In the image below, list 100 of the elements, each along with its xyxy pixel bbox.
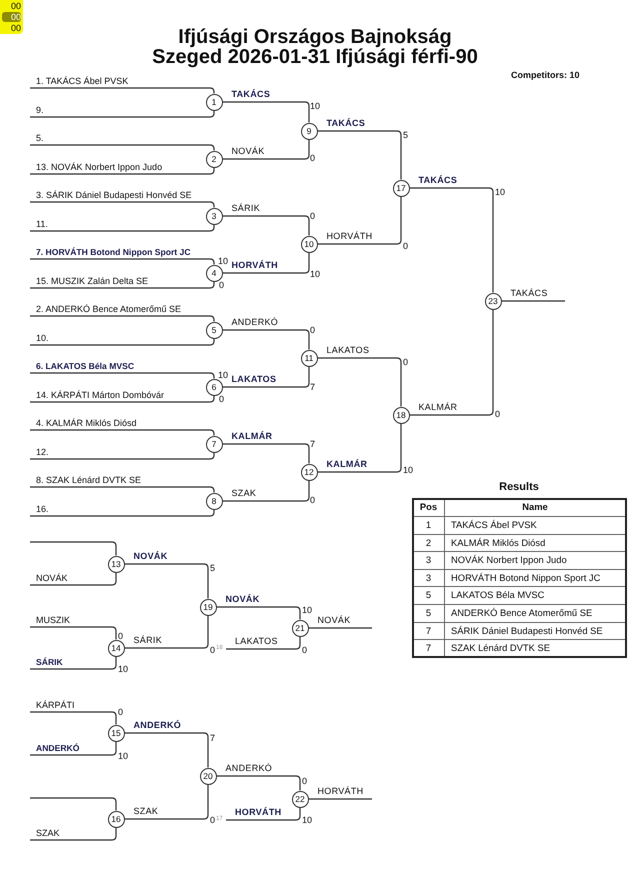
bracket-line — [222, 215, 310, 236]
score: 10 — [218, 370, 228, 380]
competitor-name: SZAK — [30, 827, 110, 840]
winner-name: KALMÁR — [326, 459, 368, 470]
bracket-line — [410, 310, 494, 416]
bracket-line — [30, 541, 117, 556]
score: 10 — [302, 815, 312, 825]
bracket-line — [30, 742, 117, 756]
bracket-line — [30, 486, 215, 492]
score: 10 — [118, 751, 128, 761]
bracket-line — [30, 315, 215, 322]
bracket-line — [318, 424, 402, 473]
score: 10 — [118, 664, 128, 674]
winner-name: TAKÁCS — [326, 118, 366, 129]
score: 0 — [310, 211, 316, 221]
title: Ifjúsági Országos Bajnokság Szeged 2026-01-31 Ifjúsági férfi-90 — [151, 27, 479, 67]
score: 0 — [210, 815, 216, 825]
bracket-line — [318, 196, 402, 245]
match-number-circle: 22 — [292, 790, 308, 808]
winner-name: TAKÁCS — [230, 89, 272, 100]
bracket-line — [30, 828, 117, 841]
match-number-circle: 2 — [206, 150, 222, 168]
winner-name: SÁRIK — [230, 203, 262, 214]
winner-name: KALMÁR — [418, 402, 458, 413]
match-number-circle: 23 — [484, 292, 502, 310]
winner-name: HORVÁTH — [316, 786, 364, 797]
score: 5 — [210, 563, 216, 573]
bracket-line — [502, 300, 565, 302]
bracket-line — [30, 510, 215, 517]
bracket-line — [222, 443, 310, 464]
bracket-line — [222, 480, 310, 502]
bracket-line — [124, 563, 209, 598]
score: 10 — [310, 101, 320, 111]
bracket-line — [222, 140, 310, 160]
score: 0 — [403, 357, 408, 367]
bracket-line — [30, 711, 117, 724]
counter-value: 00 — [10, 23, 21, 33]
score: 7 — [310, 382, 316, 392]
match-number-circle: 1 — [206, 94, 222, 110]
bracket-line — [30, 338, 215, 346]
match-number-circle: 10 — [300, 236, 318, 252]
bracket-line — [30, 224, 215, 232]
competitor-name: 6. LAKATOS Béla MVSC — [30, 360, 216, 373]
winner-name: ANDERKÓ — [224, 763, 274, 774]
winner-name: NOVÁK — [132, 551, 169, 562]
winner-name: ANDERKÓ — [132, 720, 182, 731]
bracket-line — [30, 396, 215, 403]
competitor-name: 3. SÁRIK Dániel Budapesti Honvéd SE — [30, 189, 216, 202]
bracket-line — [30, 429, 215, 436]
score: 0 — [118, 707, 124, 717]
score: 0 — [310, 495, 316, 505]
score: 0 — [310, 153, 316, 163]
score: 0 — [495, 409, 500, 419]
match-number-circle: 6 — [206, 378, 222, 396]
score: 0 — [310, 325, 316, 335]
winner-name: LAKATOS — [230, 374, 278, 385]
score: 7 — [210, 733, 216, 743]
winner-name: HORVÁTH — [326, 231, 374, 242]
match-number-circle: 14 — [108, 640, 124, 656]
bracket-line — [216, 775, 301, 790]
bracket-line — [318, 357, 402, 406]
bracket-line — [30, 144, 215, 150]
bracket-line — [222, 101, 310, 122]
score: 0 — [219, 394, 224, 404]
bracket-line — [318, 130, 402, 180]
bracket-line — [30, 168, 215, 175]
score: 10 — [403, 465, 414, 475]
match-number-circle: 17 — [392, 180, 410, 196]
score: 10 — [495, 187, 506, 197]
score: 10 — [218, 256, 228, 266]
winner-name: TAKÁCS — [510, 288, 549, 299]
competitor-name: NOVÁK — [30, 572, 110, 585]
bracket-line — [410, 187, 494, 292]
bracket-line — [222, 252, 310, 274]
winner-name: SZAK — [132, 806, 160, 817]
winner-name: NOVÁK — [316, 615, 352, 626]
score: 0 — [403, 241, 408, 251]
score: 5 — [403, 130, 408, 140]
score: 0 — [210, 645, 216, 655]
bracket-line — [226, 636, 301, 650]
counter-value: 00 — [10, 1, 21, 11]
match-number-circle: 13 — [108, 556, 124, 572]
bracket-line — [124, 784, 209, 820]
match-number-circle: 12 — [300, 464, 318, 480]
match-number-circle: 5 — [206, 322, 222, 338]
match-number-circle: 21 — [292, 620, 308, 636]
bracket-line — [30, 372, 215, 378]
bracket-line — [226, 808, 301, 821]
bracket-line — [30, 258, 215, 264]
winner-name: SZAK — [230, 488, 258, 499]
score: 7 — [310, 439, 316, 449]
bracket-line — [308, 627, 372, 629]
winner-name: NOVÁK — [230, 146, 266, 157]
competitor-name: KÁRPÁTI — [30, 699, 110, 712]
bracket-line — [30, 201, 215, 208]
competitor-count: Competitors: 10 — [511, 70, 580, 80]
bracket-line — [30, 452, 215, 460]
score: 0 — [302, 645, 308, 655]
bracket-line — [124, 616, 209, 649]
counter-value: 00 — [2, 12, 21, 22]
